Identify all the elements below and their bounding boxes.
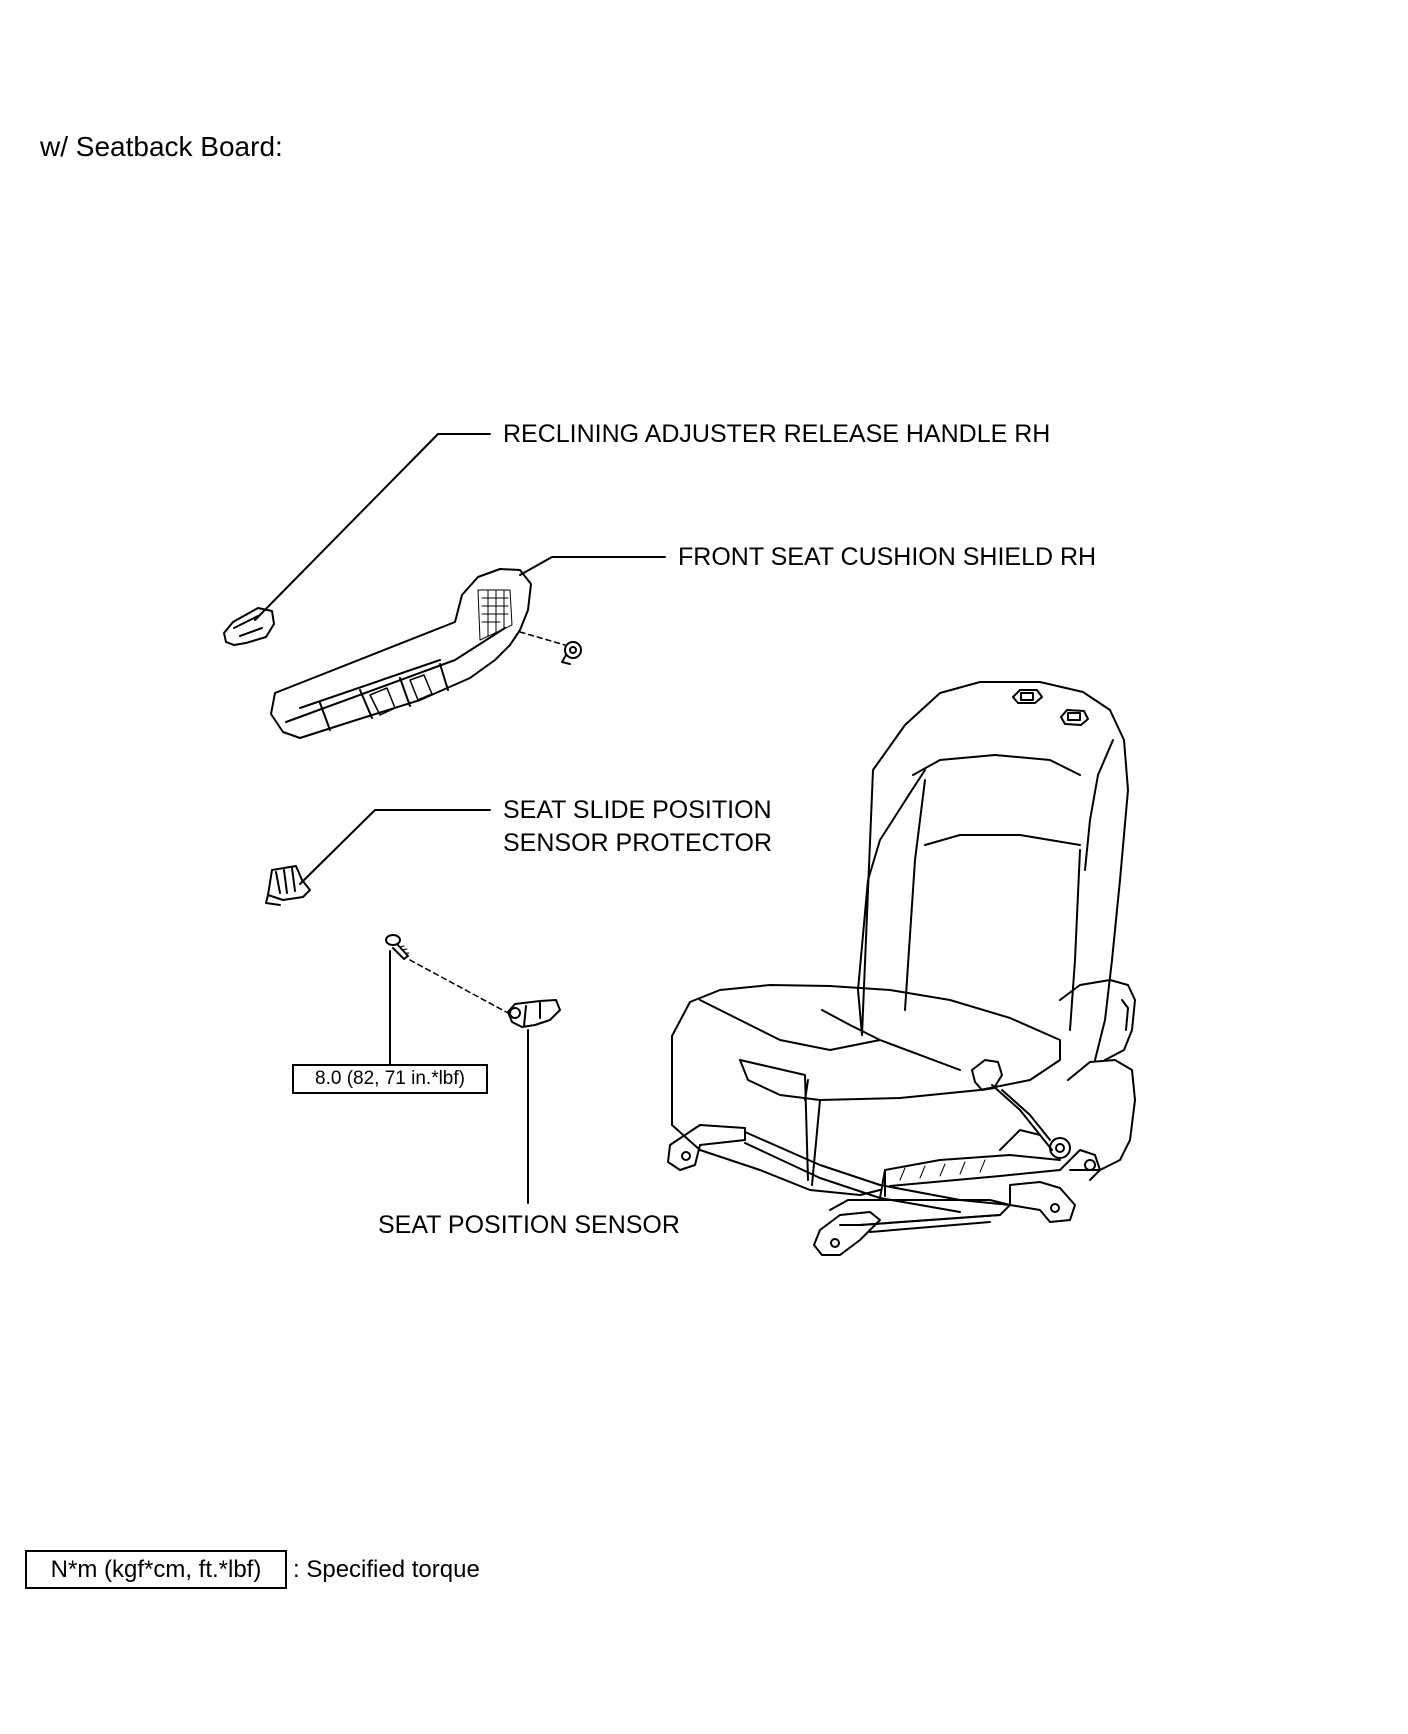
leader-lines <box>254 433 666 1204</box>
label-sensor-protector-line2: SENSOR PROTECTOR <box>503 829 773 857</box>
leader-cushion-shield <box>519 556 666 576</box>
position-sensor-part <box>507 999 561 1028</box>
reclining-handle-part <box>223 607 275 646</box>
seat-assembly <box>667 681 1136 1256</box>
diagram-heading: w/ Seatback Board: <box>40 131 283 162</box>
cushion-shield-part <box>270 568 532 739</box>
shield-screw <box>519 631 582 665</box>
label-sensor-protector: SEAT SLIDE POSITION SENSOR PROTECTOR <box>503 798 772 856</box>
sensor-protector-part <box>265 865 311 906</box>
torque-legend-box: N*m (kgf*cm, ft.*lbf) <box>25 1550 287 1589</box>
label-position-sensor: SEAT POSITION SENSOR <box>378 1211 680 1239</box>
bolt-part <box>385 934 509 1014</box>
torque-legend-description: : Specified torque <box>293 1556 480 1583</box>
torque-spec-box: 8.0 (82, 71 in.*lbf) <box>292 1064 488 1094</box>
label-sensor-protector-line1: SEAT SLIDE POSITION <box>503 796 772 824</box>
leader-reclining-handle <box>254 433 491 621</box>
label-reclining-handle: RECLINING ADJUSTER RELEASE HANDLE RH <box>503 420 1051 448</box>
label-cushion-shield: FRONT SEAT CUSHION SHIELD RH <box>678 543 1097 571</box>
leader-protector <box>299 809 491 885</box>
